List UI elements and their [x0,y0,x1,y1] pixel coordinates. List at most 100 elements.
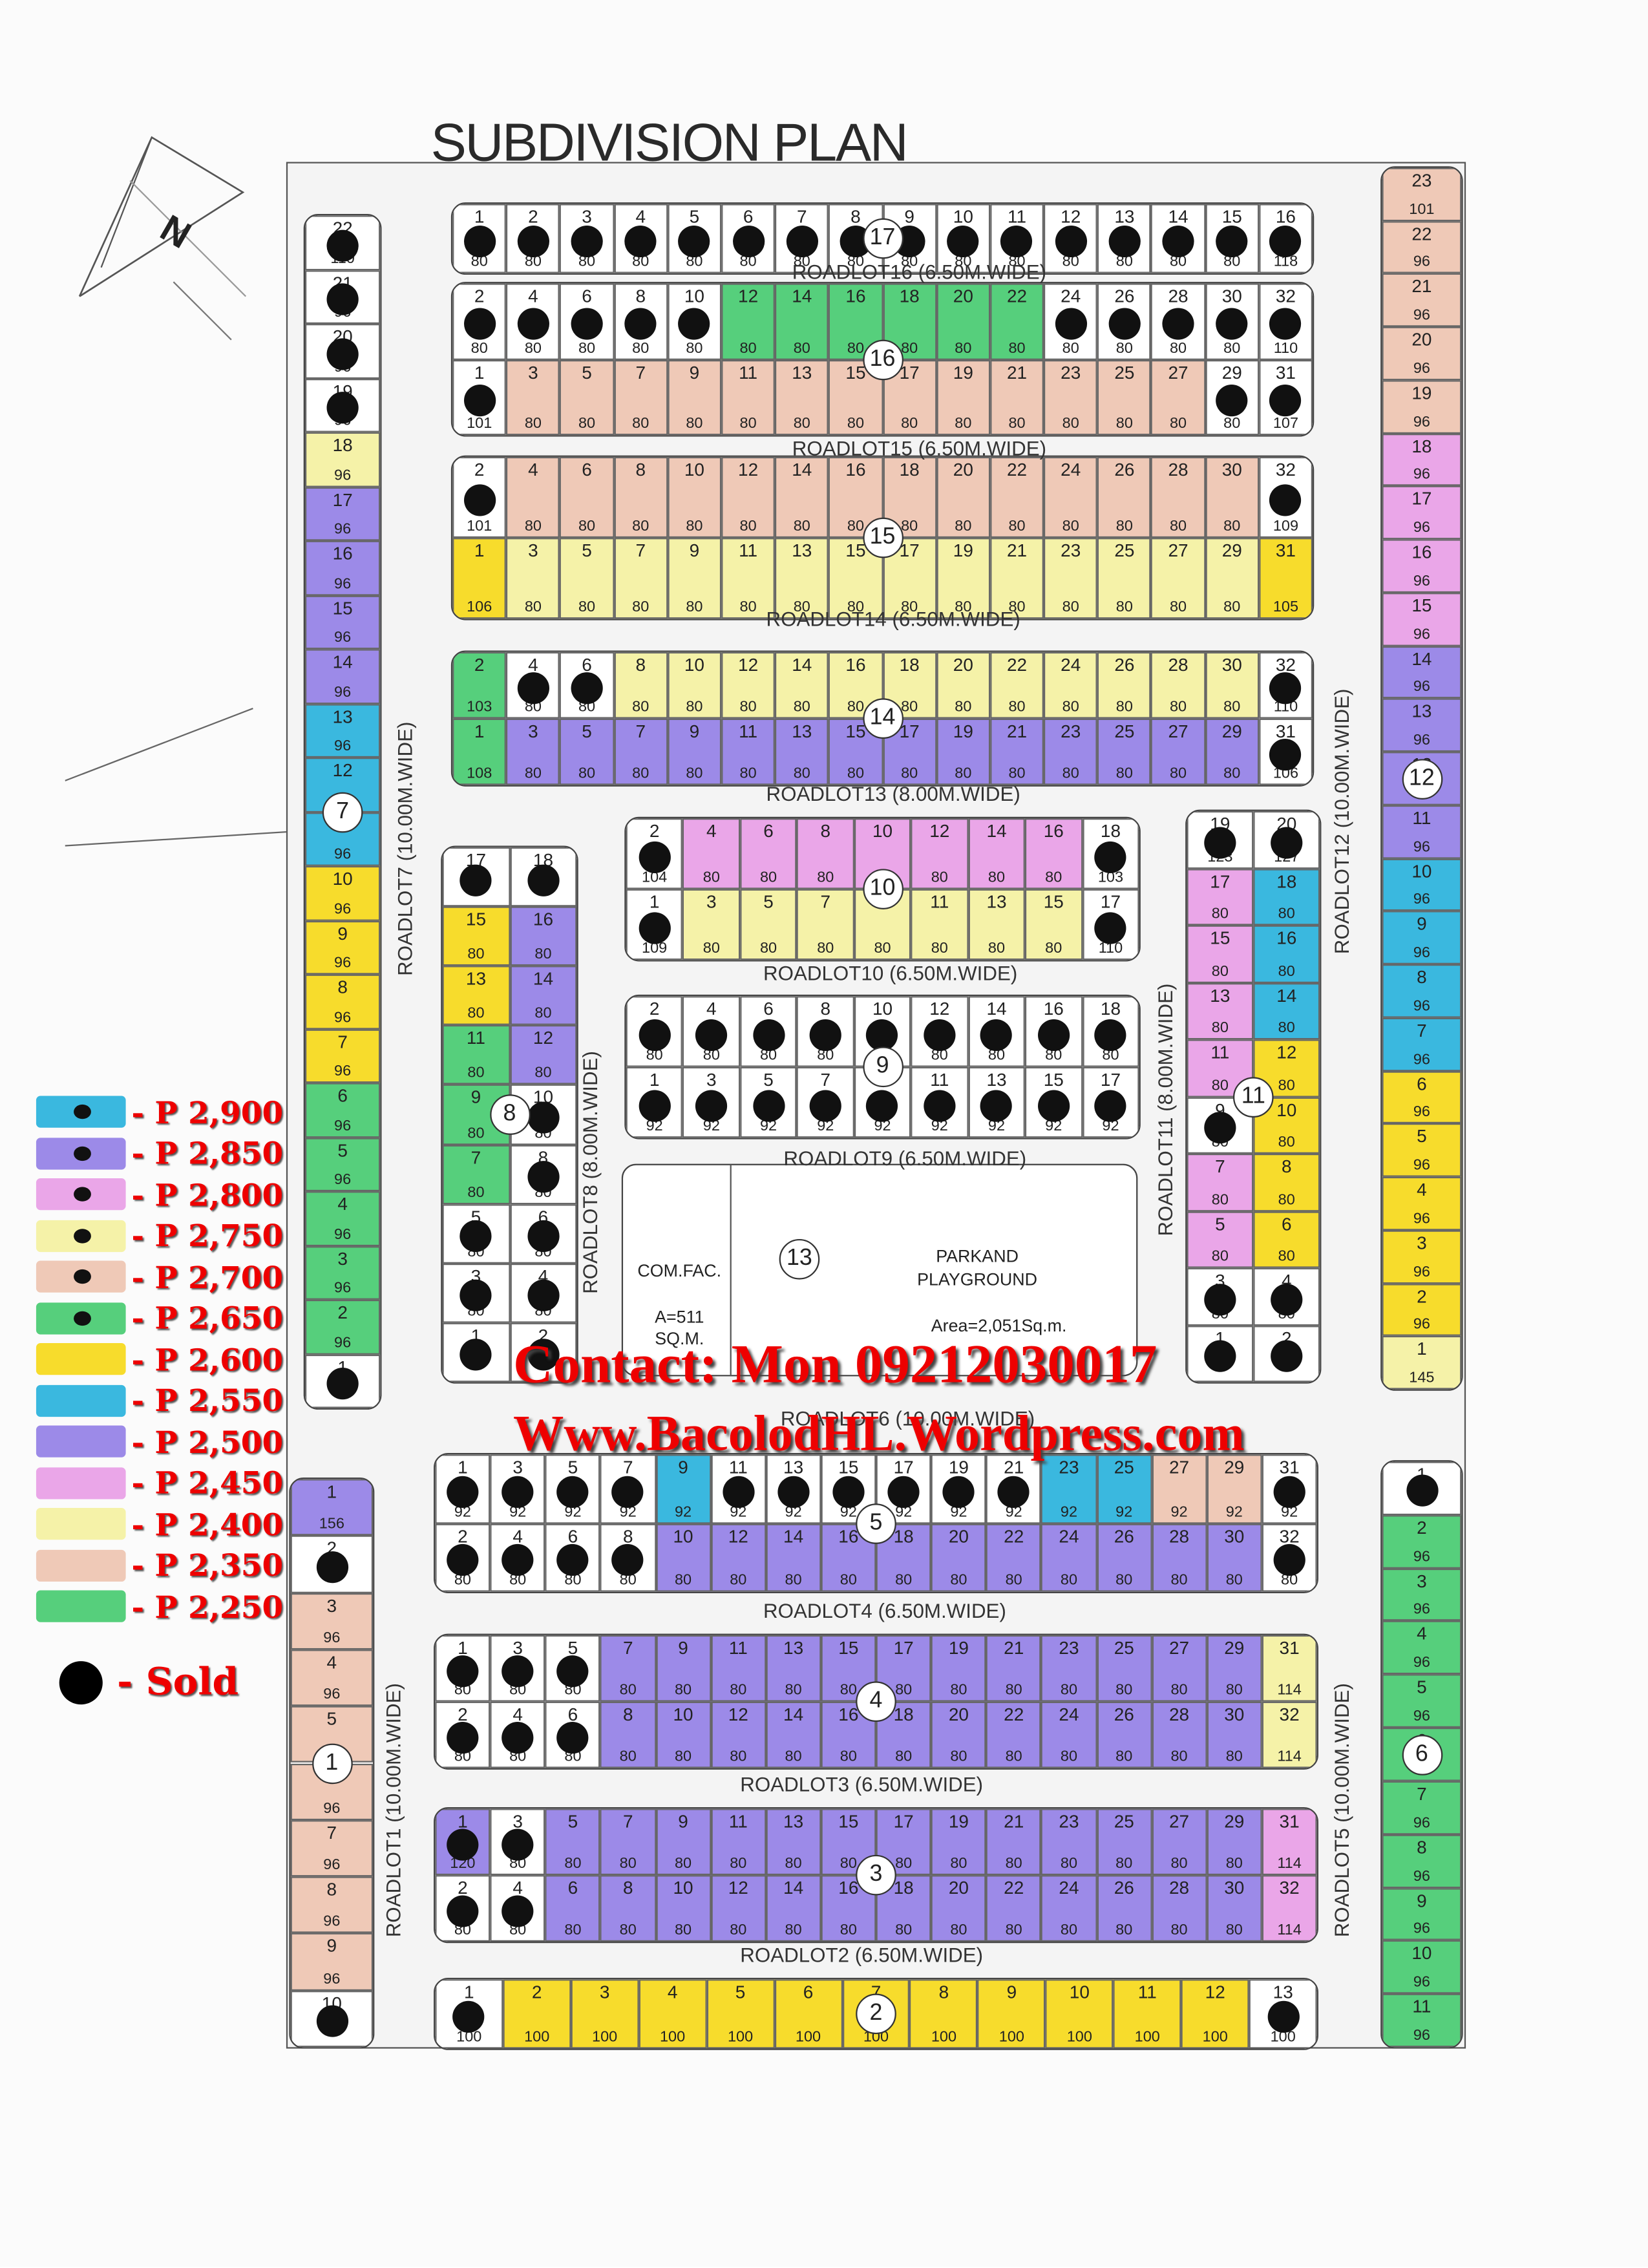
contact-website[interactable]: Www.BacolodHL.Wordpress.com [513,1405,1245,1462]
lot-1-10[interactable]: 10 [290,1990,374,2048]
lot-11-20[interactable]: 20127 [1253,811,1320,869]
lot-11-4[interactable]: 480 [1253,1267,1320,1326]
